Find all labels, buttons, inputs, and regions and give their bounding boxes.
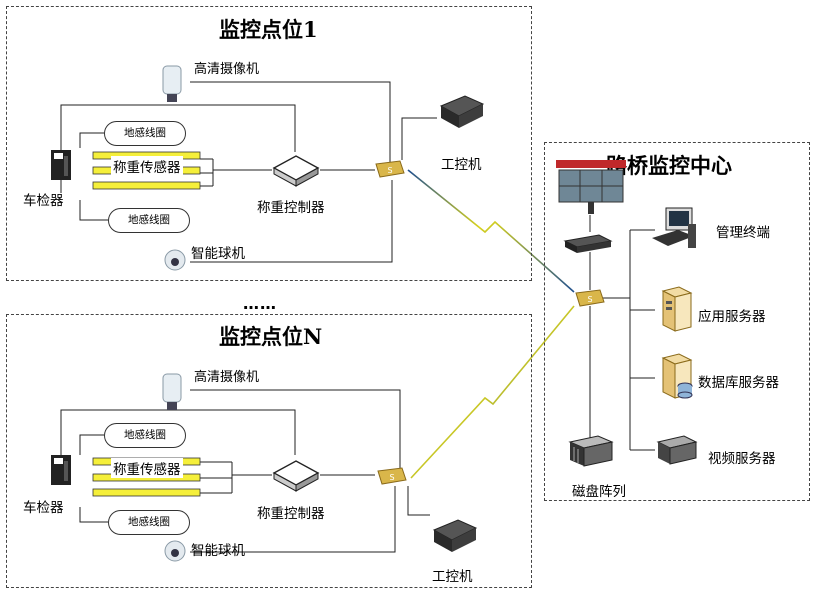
management-terminal-label: 管理终端 xyxy=(716,225,770,241)
ground-coil-bottom: 地感线圈 xyxy=(108,510,190,535)
industrial-pc-label: 工控机 xyxy=(432,569,473,585)
svg-text:S: S xyxy=(389,473,394,482)
more-sites-ellipsis: …… xyxy=(243,294,277,313)
ptz-camera-label: 智能球机 xyxy=(191,246,245,262)
database-server-label: 数据库服务器 xyxy=(698,375,779,391)
weigh-sensor-label: 称重传感器 xyxy=(111,458,183,478)
ptz-camera-icon xyxy=(163,538,187,572)
industrial-pc-label: 工控机 xyxy=(441,157,482,173)
ptz-camera-label: 智能球机 xyxy=(191,543,245,559)
weigh-controller-label: 称重控制器 xyxy=(257,200,325,216)
vehicle-detector-label: 车检器 xyxy=(23,500,64,516)
disk-array-icon xyxy=(566,432,616,474)
site-1-title: 监控点位1 xyxy=(219,17,318,42)
ground-coil-top: 地感线圈 xyxy=(104,121,186,146)
site-1-zone xyxy=(6,6,532,281)
weigh-controller-label: 称重控制器 xyxy=(257,506,325,522)
network-switch-icon: S xyxy=(375,466,409,492)
application-server-label: 应用服务器 xyxy=(698,309,766,325)
hd-camera-icon xyxy=(160,372,184,416)
monitoring-center-title: 路桥监控中心 xyxy=(606,153,732,178)
ground-coil-top: 地感线圈 xyxy=(104,423,186,448)
disk-array-label: 磁盘阵列 xyxy=(572,484,626,500)
database-server-icon xyxy=(655,352,695,406)
management-terminal-icon xyxy=(650,204,698,256)
core-switch-icon: S xyxy=(573,288,607,314)
monitoring-center-zone xyxy=(544,142,810,501)
hd-camera-label: 高清摄像机 xyxy=(194,370,260,385)
vehicle-detector-icon xyxy=(49,453,75,491)
industrial-pc-icon xyxy=(430,516,480,560)
vehicle-detector-icon xyxy=(49,148,75,186)
ground-coil-bottom: 地感线圈 xyxy=(108,208,190,233)
hd-camera-icon xyxy=(160,64,184,108)
site-n-zone xyxy=(6,314,532,588)
video-server-icon xyxy=(654,432,700,472)
hd-camera-label: 高清摄像机 xyxy=(194,62,260,77)
industrial-pc-icon xyxy=(437,92,487,136)
video-server-label: 视频服务器 xyxy=(708,451,776,467)
ptz-camera-icon xyxy=(163,247,187,281)
application-server-icon xyxy=(655,285,695,339)
svg-text:S: S xyxy=(587,295,592,304)
site-n-title: 监控点位N xyxy=(219,324,323,349)
weigh-controller-icon xyxy=(270,455,322,497)
network-switch-icon: S xyxy=(373,159,407,185)
video-wall-icon xyxy=(556,160,626,220)
network-recorder-icon xyxy=(563,233,613,259)
vehicle-detector-label: 车检器 xyxy=(23,193,64,209)
weigh-controller-icon xyxy=(270,150,322,192)
svg-text:S: S xyxy=(387,166,392,175)
weigh-sensor-label: 称重传感器 xyxy=(111,156,183,176)
